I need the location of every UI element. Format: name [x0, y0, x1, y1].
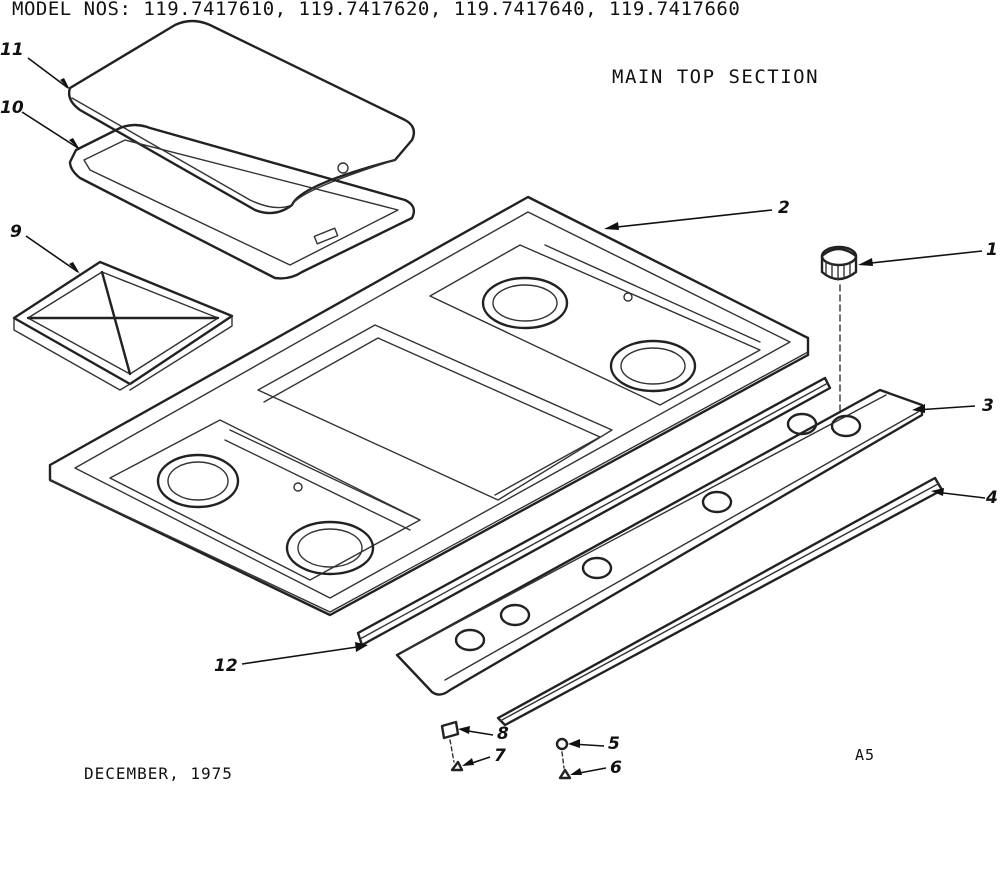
- callout-2: 2: [778, 198, 790, 218]
- callout-12: 12: [214, 656, 238, 676]
- part-2-cooktop: [48, 195, 810, 617]
- part-4-trim-strip: [496, 476, 944, 727]
- part-9-grate: [12, 260, 234, 391]
- small-hardware: [440, 720, 572, 780]
- callout-9: 9: [10, 222, 22, 242]
- callout-11: 11: [0, 40, 24, 60]
- callout-4: 4: [986, 488, 998, 508]
- callout-1: 1: [986, 240, 998, 260]
- diagram-title: MAIN TOP SECTION: [612, 66, 820, 88]
- part-12-strip: [356, 376, 832, 647]
- part-1-knob: [820, 245, 858, 411]
- callout-3: 3: [982, 396, 994, 416]
- part-8-clip: [440, 720, 460, 740]
- callout-7: 7: [494, 746, 506, 766]
- part-6-screw: [558, 768, 572, 780]
- callout-5: 5: [608, 734, 620, 754]
- diagram-code: A5: [855, 746, 876, 764]
- callout-leaders: [21, 57, 986, 775]
- part-5-nut: [555, 737, 569, 751]
- callout-8: 8: [497, 724, 509, 744]
- callout-6: 6: [610, 758, 622, 778]
- part-10-frame: [68, 123, 416, 280]
- part-7-screw: [450, 760, 464, 772]
- model-numbers-header: MODEL NOS: 119.7417610, 119.7417620, 119…: [12, 0, 741, 20]
- callout-10: 10: [0, 98, 24, 118]
- diagram-date: DECEMBER, 1975: [84, 764, 233, 783]
